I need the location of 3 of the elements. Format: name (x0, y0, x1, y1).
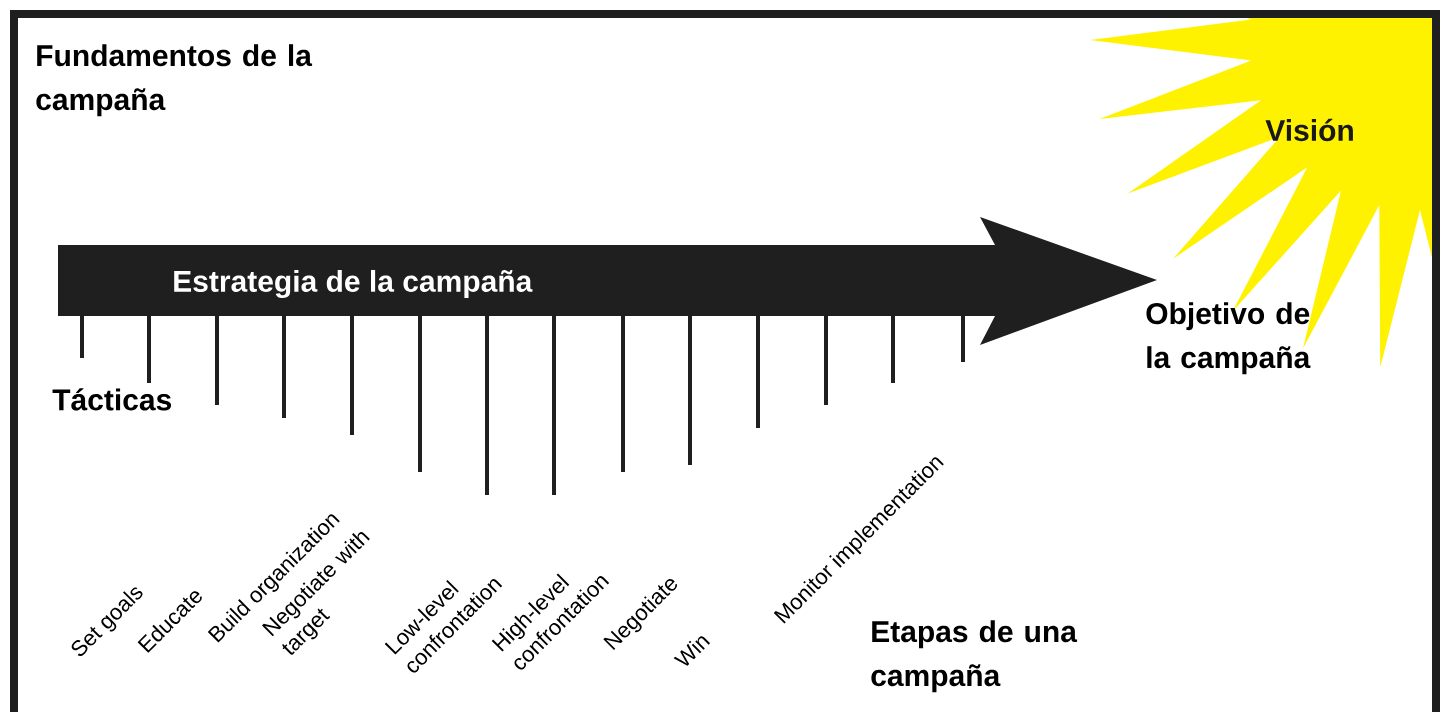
stage-heading: Etapas de una campaña (871, 620, 1078, 693)
heading: Fundamentos de la campaña (36, 44, 313, 117)
axis-label: Tácticas (52, 388, 172, 411)
